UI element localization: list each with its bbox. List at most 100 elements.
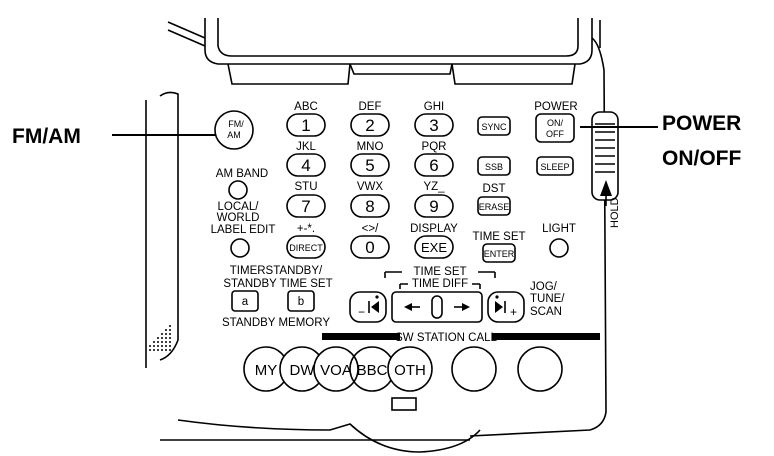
station-blank-button-1[interactable] xyxy=(451,346,497,392)
grille-dot xyxy=(161,341,163,343)
grille-dot xyxy=(165,337,167,339)
grille-dot xyxy=(165,329,167,331)
grille-dot xyxy=(149,349,151,351)
grille-dot xyxy=(161,349,163,351)
svg-text:FM/: FM/ xyxy=(228,119,244,129)
bottom-indicator xyxy=(391,397,417,411)
svg-text:6: 6 xyxy=(429,156,438,175)
sync-button[interactable]: SYNC xyxy=(477,116,511,136)
hold-switch[interactable]: HOLD xyxy=(591,111,621,228)
grille-dot xyxy=(161,345,163,347)
arrow-left-icon xyxy=(404,303,412,311)
key-4[interactable]: 4 xyxy=(286,153,326,177)
grille-dot xyxy=(161,333,163,335)
label-jog: JOG/ xyxy=(530,281,558,293)
key-7[interactable]: 7 xyxy=(286,194,326,218)
key-3[interactable]: 3 xyxy=(414,113,454,137)
label-light: LIGHT xyxy=(542,223,576,235)
label-pqr: PQR xyxy=(422,141,447,153)
label-standby-time-set: STANDBY TIME SET xyxy=(223,278,332,290)
svg-text:DIRECT: DIRECT xyxy=(289,243,323,253)
grille-dot xyxy=(169,325,171,327)
power-on-off-button[interactable]: ON/OFF xyxy=(535,113,575,143)
station-blank-button-2[interactable] xyxy=(517,346,563,392)
key-1[interactable]: 1 xyxy=(286,113,326,137)
key-0[interactable]: 0 xyxy=(350,235,390,259)
standby-b-button[interactable]: b xyxy=(287,290,315,312)
svg-text:BBC: BBC xyxy=(357,362,388,379)
label-vwx: VWX xyxy=(357,181,384,193)
exe-button[interactable]: EXE xyxy=(414,235,454,259)
svg-text:0: 0 xyxy=(365,238,374,257)
local-world-button[interactable] xyxy=(230,238,250,258)
grille-dot xyxy=(165,333,167,335)
svg-text:4: 4 xyxy=(301,156,310,175)
key-9[interactable]: 9 xyxy=(414,194,454,218)
skip-back-icon xyxy=(371,301,379,313)
direct-button[interactable]: DIRECT xyxy=(286,235,326,259)
grille-dot xyxy=(165,341,167,343)
grille-dot xyxy=(169,349,171,351)
label-mno: MNO xyxy=(357,141,384,153)
svg-text:2: 2 xyxy=(365,116,374,135)
svg-text:FM/AM: FM/AM xyxy=(12,125,81,148)
label-timer-standby: TIMERSTANDBY/ xyxy=(230,265,323,277)
sw-station-call-bar: SW STATION CALL xyxy=(322,332,600,344)
fm-am-button[interactable]: FM/ AM xyxy=(214,110,254,150)
svg-text:b: b xyxy=(298,296,304,308)
label-power: POWER xyxy=(534,101,577,113)
svg-text:8: 8 xyxy=(365,197,374,216)
svg-text:−: − xyxy=(358,305,365,319)
label-time-set-top: TIME SET xyxy=(413,266,466,278)
station-oth[interactable]: OTH xyxy=(387,346,433,392)
key-5[interactable]: 5 xyxy=(350,153,390,177)
tune-left-right-button[interactable] xyxy=(391,291,483,323)
grille-dot xyxy=(169,341,171,343)
svg-text:POWER: POWER xyxy=(662,112,741,135)
erase-button[interactable]: ERASE xyxy=(477,196,511,216)
key-2[interactable]: 2 xyxy=(350,113,390,137)
label-standby-memory: STANDBY MEMORY xyxy=(222,317,330,329)
grille-dot xyxy=(153,341,155,343)
label-dst: DST xyxy=(483,183,506,195)
svg-text:a: a xyxy=(242,296,249,308)
label-am-band: AM BAND xyxy=(216,168,268,180)
grille-dot xyxy=(157,337,159,339)
callout-power: POWER ON/OFF xyxy=(580,112,741,170)
grille-dot xyxy=(169,329,171,331)
svg-text:AM: AM xyxy=(227,130,241,140)
enter-button[interactable]: ENTER xyxy=(482,243,516,263)
label-time-set-side: TIME SET xyxy=(472,231,525,243)
station-voa[interactable]: VOA xyxy=(313,346,359,392)
key-8[interactable]: 8 xyxy=(350,194,390,218)
light-button[interactable] xyxy=(549,238,569,258)
label-symbols: +-*. xyxy=(297,223,315,235)
hold-label: HOLD xyxy=(609,197,621,228)
svg-text:MY: MY xyxy=(255,362,278,379)
speaker-grille xyxy=(149,325,171,351)
ssb-button[interactable]: SSB xyxy=(477,156,511,176)
jog-minus-button[interactable]: − xyxy=(349,291,387,323)
svg-text:1: 1 xyxy=(301,116,310,135)
svg-text:9: 9 xyxy=(429,197,438,216)
label-tune: TUNE/ xyxy=(530,293,565,305)
svg-text:ENTER: ENTER xyxy=(484,249,515,259)
label-scan: SCAN xyxy=(530,306,562,318)
label-abc: ABC xyxy=(294,101,318,113)
key-6[interactable]: 6 xyxy=(414,153,454,177)
svg-text:SYNC: SYNC xyxy=(481,122,507,132)
grille-dot xyxy=(169,333,171,335)
sleep-button[interactable]: SLEEP xyxy=(536,156,574,176)
arrow-right-icon xyxy=(462,303,470,311)
am-band-button[interactable] xyxy=(228,180,248,200)
svg-text:OFF: OFF xyxy=(546,129,564,139)
jog-plus-button[interactable]: + xyxy=(487,291,525,323)
grille-dot xyxy=(149,345,151,347)
label-brackets: <>/ xyxy=(362,223,379,235)
device-body xyxy=(145,18,607,453)
label-time-diff: TIME DIFF xyxy=(412,278,468,290)
svg-text:7: 7 xyxy=(301,197,310,216)
station-my[interactable]: MY xyxy=(243,346,289,392)
standby-a-button[interactable]: a xyxy=(231,290,259,312)
